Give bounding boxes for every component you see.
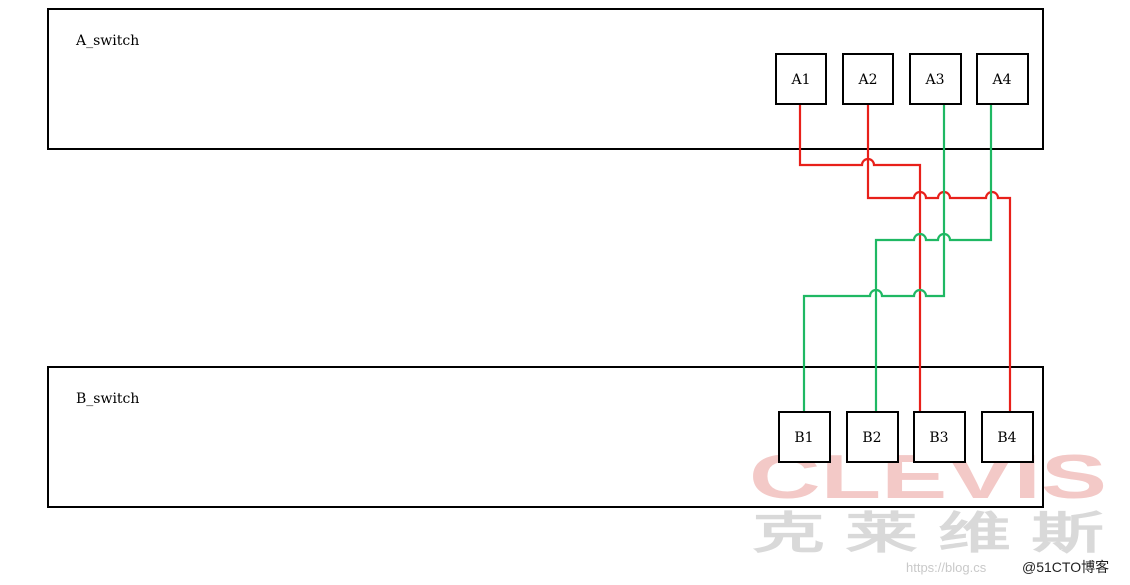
port-b3: B3 [913,411,966,463]
switch-a: A_switch [47,8,1044,150]
port-a1-label: A1 [790,72,810,88]
port-b4: B4 [981,411,1034,463]
watermark-cjk: 克 莱 维 斯 [752,509,1104,558]
cable-a4-b2 [874,104,993,437]
port-b1: B1 [778,411,831,463]
switch-b: B_switch [47,366,1044,508]
port-a2-label: A2 [857,72,877,88]
port-a4: A4 [976,53,1029,105]
port-b2-label: B2 [862,430,881,446]
port-a3-label: A3 [924,72,944,88]
port-a2: A2 [842,53,894,105]
watermark-url: https://blog.cs [906,560,987,575]
switch-b-box [47,366,1044,508]
port-b3-label: B3 [929,430,948,446]
port-b1-label: B1 [794,430,813,446]
switch-b-label: B_switch [76,391,139,407]
cables [798,104,1012,437]
switch-b-ports: B1 B2 B3 B4 [778,411,1034,463]
switch-a-label: A_switch [75,33,139,49]
cable-a2-b4 [866,104,1012,437]
switch-a-box [47,8,1044,150]
port-a1: A1 [775,53,827,105]
credit-watermark: https://blog.cs @51CTO博客 [906,559,1109,575]
cable-a3-b1 [802,104,946,437]
port-a4-label: A4 [991,72,1011,88]
cable-a1-b3 [798,104,922,437]
watermark-credit: @51CTO博客 [1022,559,1109,575]
port-b4-label: B4 [997,430,1016,446]
port-a3: A3 [909,53,962,105]
switch-a-ports: A1 A2 A3 A4 [775,53,1029,105]
port-b2: B2 [846,411,899,463]
